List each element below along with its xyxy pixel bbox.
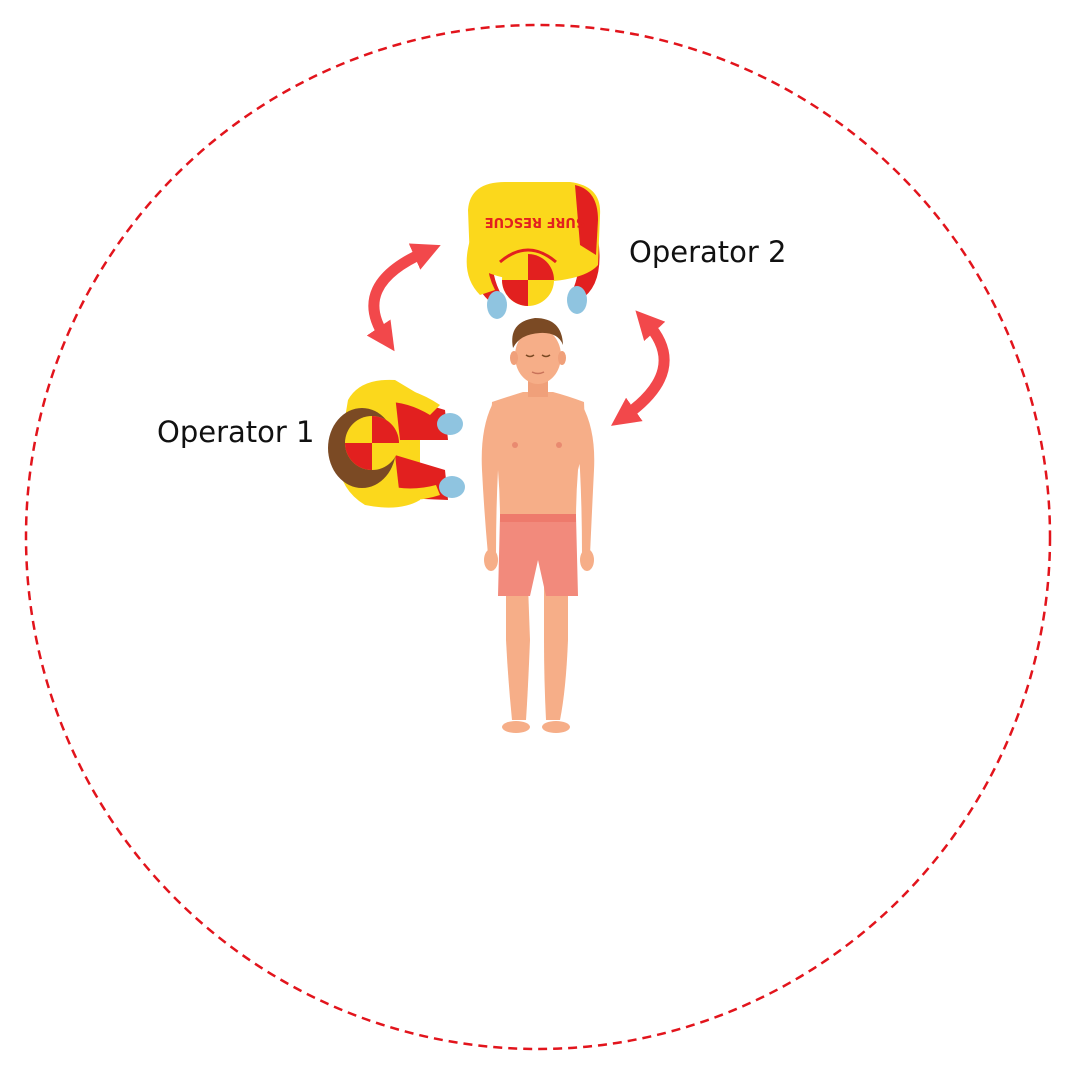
- operator-2-figure-icon: SURF RESCUE: [466, 182, 601, 319]
- operator-1-label: Operator 1: [157, 415, 315, 449]
- safety-zone-circle: [24, 23, 1052, 1051]
- operator-2-label: Operator 2: [629, 235, 787, 269]
- patient-figure-icon: [481, 318, 595, 733]
- swap-arrow-right-icon: [610, 310, 670, 426]
- swap-arrow-left-icon: [366, 243, 441, 352]
- operator-1-figure-icon: [328, 379, 465, 508]
- operator-2-vest-text: SURF RESCUE: [485, 214, 586, 229]
